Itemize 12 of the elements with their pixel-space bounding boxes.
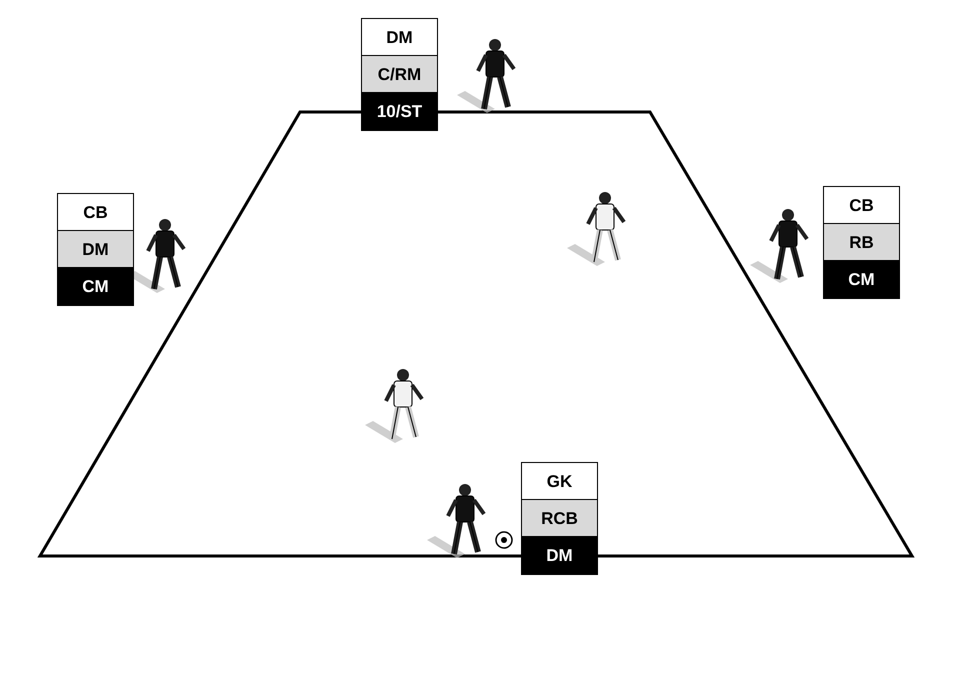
position-label: RB xyxy=(824,224,899,261)
position-label: DM xyxy=(58,231,133,268)
position-label: C/RM xyxy=(362,56,437,93)
position-stack-box xyxy=(57,193,134,306)
position-label: CM xyxy=(58,268,133,305)
position-label: RCB xyxy=(522,500,597,537)
position-stack-box xyxy=(521,462,598,575)
position-stack-box xyxy=(361,18,438,131)
position-label: 10/ST xyxy=(362,93,437,130)
position-stack-box xyxy=(823,186,900,299)
position-label: DM xyxy=(522,537,597,574)
position-label: CM xyxy=(824,261,899,298)
